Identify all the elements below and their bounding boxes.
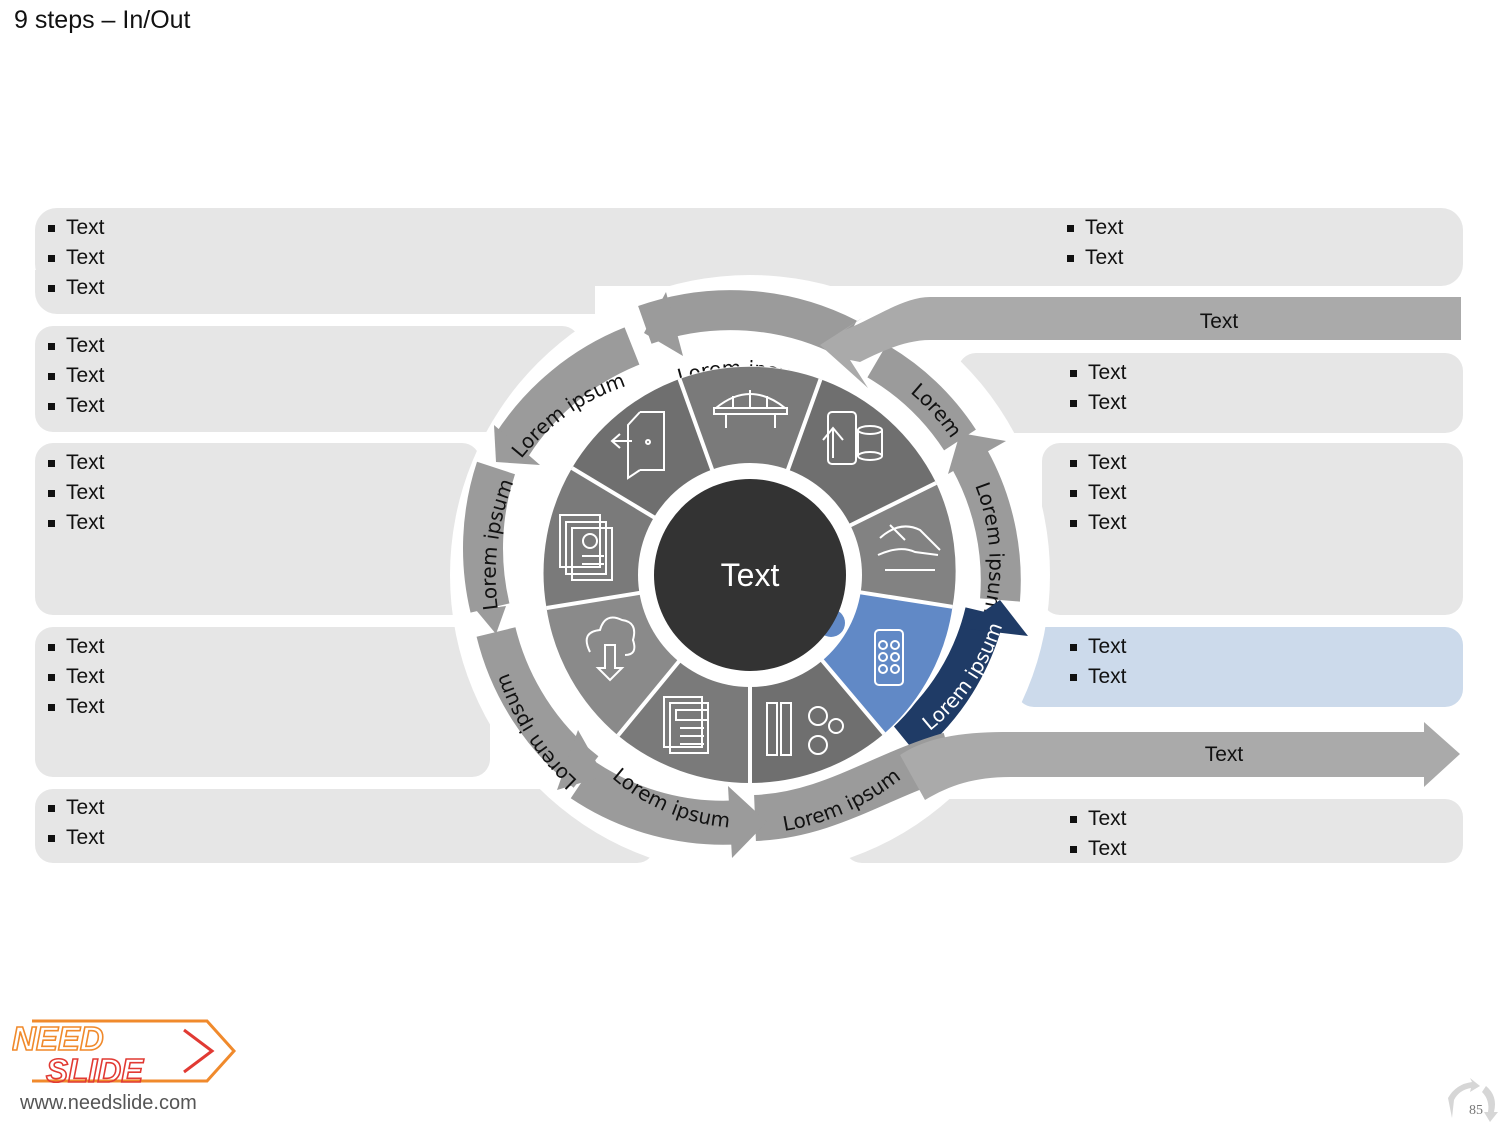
list-item: Text <box>1070 834 1127 864</box>
list-item: Text <box>1070 632 1127 662</box>
reports-icon <box>559 514 613 581</box>
list-item: Text <box>1067 213 1124 243</box>
in-arrow: Text <box>820 297 1461 388</box>
list-item: Text <box>48 273 105 303</box>
right-list-2: Text Text <box>1070 358 1127 418</box>
list-item: Text <box>48 361 105 391</box>
list-item: Text <box>1070 508 1127 538</box>
right-list-1: Text Text <box>1067 213 1124 273</box>
list-item: Text <box>48 692 105 722</box>
panel-left-2 <box>35 326 580 432</box>
binders-gears-icon <box>766 702 844 756</box>
logo-line-2: SLIDE <box>46 1052 144 1088</box>
right-list-3: Text Text Text <box>1070 448 1127 538</box>
right-list-4: Text Text <box>1070 632 1127 692</box>
list-item: Text <box>48 213 105 243</box>
list-item: Text <box>48 508 105 538</box>
left-list-2: Text Text Text <box>48 331 105 421</box>
panel-right-5 <box>844 799 1463 863</box>
website-url: www.needslide.com <box>20 1092 197 1114</box>
list-item: Text <box>1067 243 1124 273</box>
list-item: Text <box>48 793 105 823</box>
panel-left-1-lower <box>35 270 595 314</box>
list-item: Text <box>48 632 105 662</box>
panel-left-3 <box>35 443 480 615</box>
page-number: 85 <box>1469 1103 1483 1118</box>
list-item: Text <box>1070 358 1127 388</box>
left-list-5: Text Text <box>48 793 105 853</box>
panel-left-4 <box>35 627 490 777</box>
list-item: Text <box>48 823 105 853</box>
left-list-1: Text Text Text <box>48 213 105 303</box>
list-item: Text <box>48 478 105 508</box>
list-item: Text <box>1070 388 1127 418</box>
arc-arrow-right-upper: Lorem <box>867 344 976 451</box>
handshake-icon <box>877 524 941 571</box>
cloud-download-icon <box>585 616 636 682</box>
right-list-5: Text Text <box>1070 804 1127 864</box>
needslide-logo: NEED SLIDE <box>12 1019 237 1088</box>
list-item: Text <box>1070 804 1127 834</box>
mobile-app-icon <box>874 629 904 686</box>
list-item: Text <box>48 662 105 692</box>
phone-coins-icon <box>822 411 883 465</box>
left-list-3: Text Text Text <box>48 448 105 538</box>
in-arrow-label: Text <box>1200 310 1239 333</box>
page-number-badge: 85 <box>1448 1078 1498 1122</box>
panel-right-2 <box>958 353 1463 433</box>
list-item: Text <box>48 243 105 273</box>
out-arrow: Text <box>900 722 1460 800</box>
center-label: Text <box>721 557 780 593</box>
list-item: Text <box>1070 662 1127 692</box>
left-list-4: Text Text Text <box>48 632 105 722</box>
documents-icon <box>663 696 709 754</box>
list-item: Text <box>1070 448 1127 478</box>
panel-right-3 <box>1042 443 1463 615</box>
bridge-icon <box>713 390 788 428</box>
out-arrow-label: Text <box>1205 743 1244 766</box>
list-item: Text <box>1070 478 1127 508</box>
list-item: Text <box>48 331 105 361</box>
slide-title: 9 steps – In/Out <box>14 6 191 34</box>
logo-line-1: NEED <box>12 1020 104 1057</box>
panel-left-5 <box>35 789 655 863</box>
panel-right-4-highlight <box>1016 627 1463 707</box>
list-item: Text <box>48 391 105 421</box>
exit-door-icon <box>610 411 665 480</box>
list-item: Text <box>48 448 105 478</box>
